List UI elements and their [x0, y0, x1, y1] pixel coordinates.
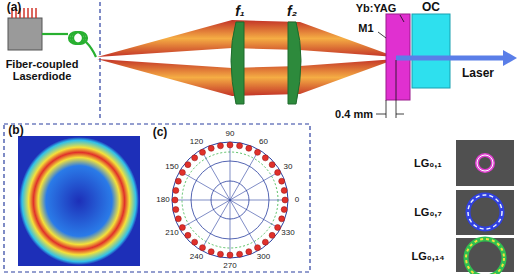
pump-beam [97, 20, 396, 96]
panel-label: (b) [8, 124, 23, 137]
output-coupler [412, 14, 450, 88]
dimension-line [376, 60, 404, 118]
polar-spoke [230, 200, 280, 229]
panel-label: (c) [153, 126, 168, 139]
data-point [279, 178, 285, 184]
angle-tick: 60 [259, 138, 268, 147]
data-point [179, 170, 185, 176]
data-point [217, 143, 223, 149]
data-point [269, 232, 275, 238]
polar-spoke [201, 200, 230, 250]
polar-spoke [230, 200, 288, 201]
angle-tick: 30 [284, 163, 293, 172]
laser-output [396, 50, 517, 66]
data-point [208, 145, 214, 151]
dimension-label: 0.4 mm [335, 108, 373, 120]
data-point [262, 239, 268, 245]
data-point [262, 155, 268, 161]
angle-tick: 300 [257, 253, 270, 262]
angle-tick: 240 [190, 253, 203, 262]
polar-spoke [230, 200, 259, 250]
part-label: M1 [358, 22, 373, 34]
data-point [281, 187, 287, 193]
part-label: f₁ [235, 4, 245, 19]
polar-spoke [230, 200, 231, 258]
beam-profile-image [18, 136, 140, 266]
polar-spoke [230, 142, 231, 200]
data-point [175, 216, 181, 222]
data-point [237, 251, 243, 257]
mode-inset [456, 140, 514, 274]
data-point [192, 155, 198, 161]
polar-spoke [172, 200, 230, 201]
panel-frame [4, 124, 310, 272]
data-point [208, 249, 214, 255]
data-point [185, 162, 191, 168]
data-point [179, 225, 185, 231]
part-label: f₂ [287, 4, 297, 19]
polar-spoke [201, 150, 230, 200]
data-point [192, 239, 198, 245]
polar-spoke [180, 171, 230, 200]
data-point [246, 145, 252, 151]
polar-plot [172, 142, 288, 258]
mode-label: LG₀,₁ [414, 157, 442, 169]
data-point [279, 216, 285, 222]
divider-line [99, 2, 100, 120]
angle-tick: 210 [165, 229, 178, 238]
data-point [282, 197, 288, 203]
data-point [175, 178, 181, 184]
data-point [275, 225, 281, 231]
angle-tick: 90 [226, 130, 235, 139]
data-point [281, 207, 287, 213]
data-point [227, 142, 233, 148]
data-point [185, 232, 191, 238]
angle-tick: 330 [281, 229, 294, 238]
angle-tick: 270 [223, 262, 236, 271]
polar-spoke [230, 150, 259, 200]
part-label: Fiber-coupled Laserdiode [2, 58, 82, 82]
data-point [173, 207, 179, 213]
data-point [237, 143, 243, 149]
part-label: Yb:YAG [356, 2, 397, 14]
angle-tick: 0 [295, 196, 299, 205]
data-point [246, 249, 252, 255]
output-label: Laser [462, 67, 494, 80]
data-point [200, 149, 206, 155]
data-point [173, 187, 179, 193]
data-point [255, 149, 261, 155]
data-point [269, 162, 275, 168]
angle-tick: 120 [190, 138, 203, 147]
data-point [227, 252, 233, 258]
fiber [42, 32, 96, 57]
data-point [172, 197, 178, 203]
part-label: OC [422, 1, 440, 14]
panel-label: (a) [7, 1, 22, 14]
leader-line [378, 15, 404, 38]
data-point [275, 170, 281, 176]
data-point [255, 245, 261, 251]
angle-tick: 180 [156, 196, 169, 205]
lens [231, 22, 301, 104]
data-point [200, 245, 206, 251]
polar-spoke [230, 171, 280, 200]
mode-label: LG₀,₇ [414, 206, 442, 218]
data-point [217, 251, 223, 257]
angle-tick: 150 [165, 163, 178, 172]
polar-spoke [180, 200, 230, 229]
mode-label: LG₀,₁₄ [411, 250, 444, 262]
